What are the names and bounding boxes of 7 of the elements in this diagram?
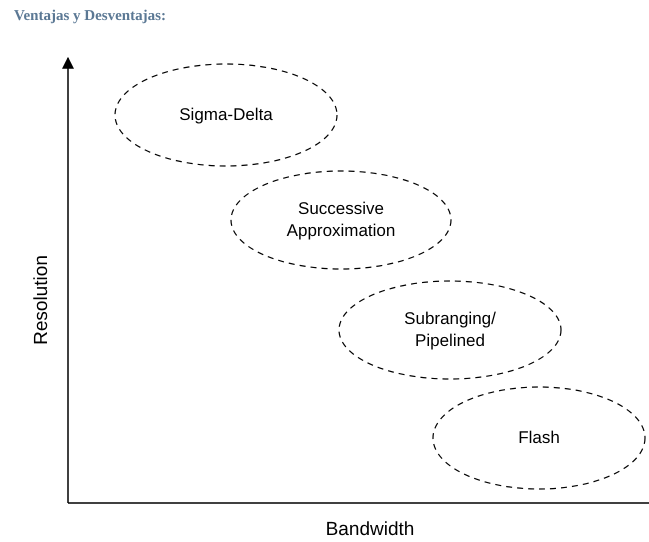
ellipse-label: Successive Approximation	[286, 198, 396, 242]
y-axis-label: Resolution	[31, 255, 53, 345]
x-axis-label: Bandwidth	[326, 519, 414, 541]
ellipse-label: Subranging/ Pipelined	[403, 308, 497, 352]
ellipse-label: Sigma-Delta	[179, 104, 273, 126]
ellipse-label: Flash	[518, 427, 560, 449]
title: Ventajas y Desventajas:	[14, 8, 166, 25]
